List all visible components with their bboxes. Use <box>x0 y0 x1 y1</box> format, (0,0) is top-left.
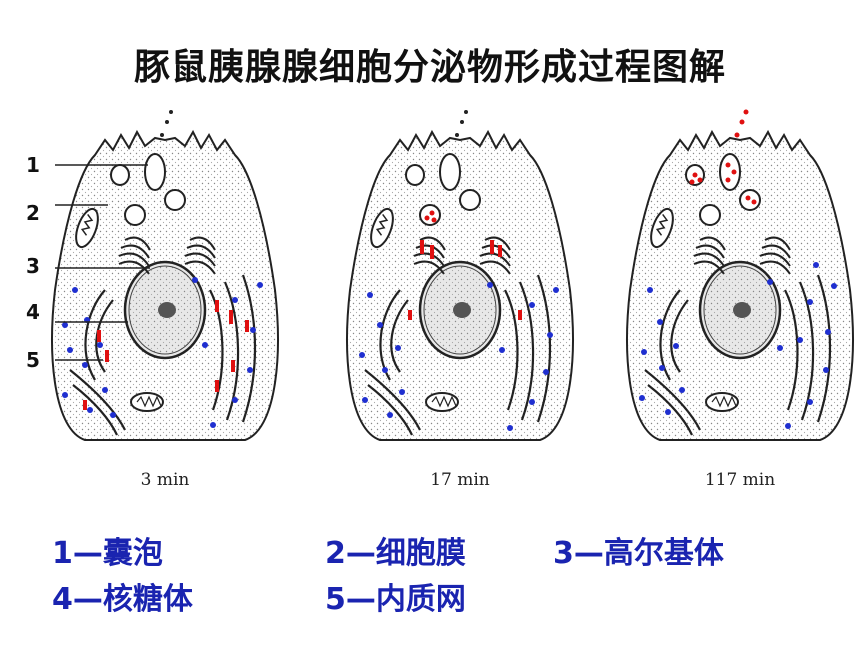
marker-4: 4 <box>26 300 40 324</box>
legend-er: 5—内质网 <box>325 582 466 617</box>
legend-golgi: 3—高尔基体 <box>553 536 724 571</box>
legend-ribosome: 4—核糖体 <box>52 582 193 617</box>
time-label-2: 17 min <box>430 470 490 490</box>
cell-panel-17min <box>345 108 575 442</box>
cell-panel-3min <box>50 108 280 442</box>
time-label-1: 3 min <box>141 470 190 490</box>
marker-2: 2 <box>26 201 40 225</box>
legend-vesicle: 1—囊泡 <box>52 536 163 571</box>
time-label-3: 117 min <box>705 470 775 490</box>
marker-1: 1 <box>26 153 40 177</box>
marker-5: 5 <box>26 348 40 372</box>
legend-cell-membrane: 2—细胞膜 <box>325 536 466 571</box>
page-title: 豚鼠胰腺腺细胞分泌物形成过程图解 <box>133 47 726 88</box>
pointer-lines <box>55 164 150 361</box>
marker-3: 3 <box>26 254 40 278</box>
cell-panel-117min <box>625 108 855 442</box>
